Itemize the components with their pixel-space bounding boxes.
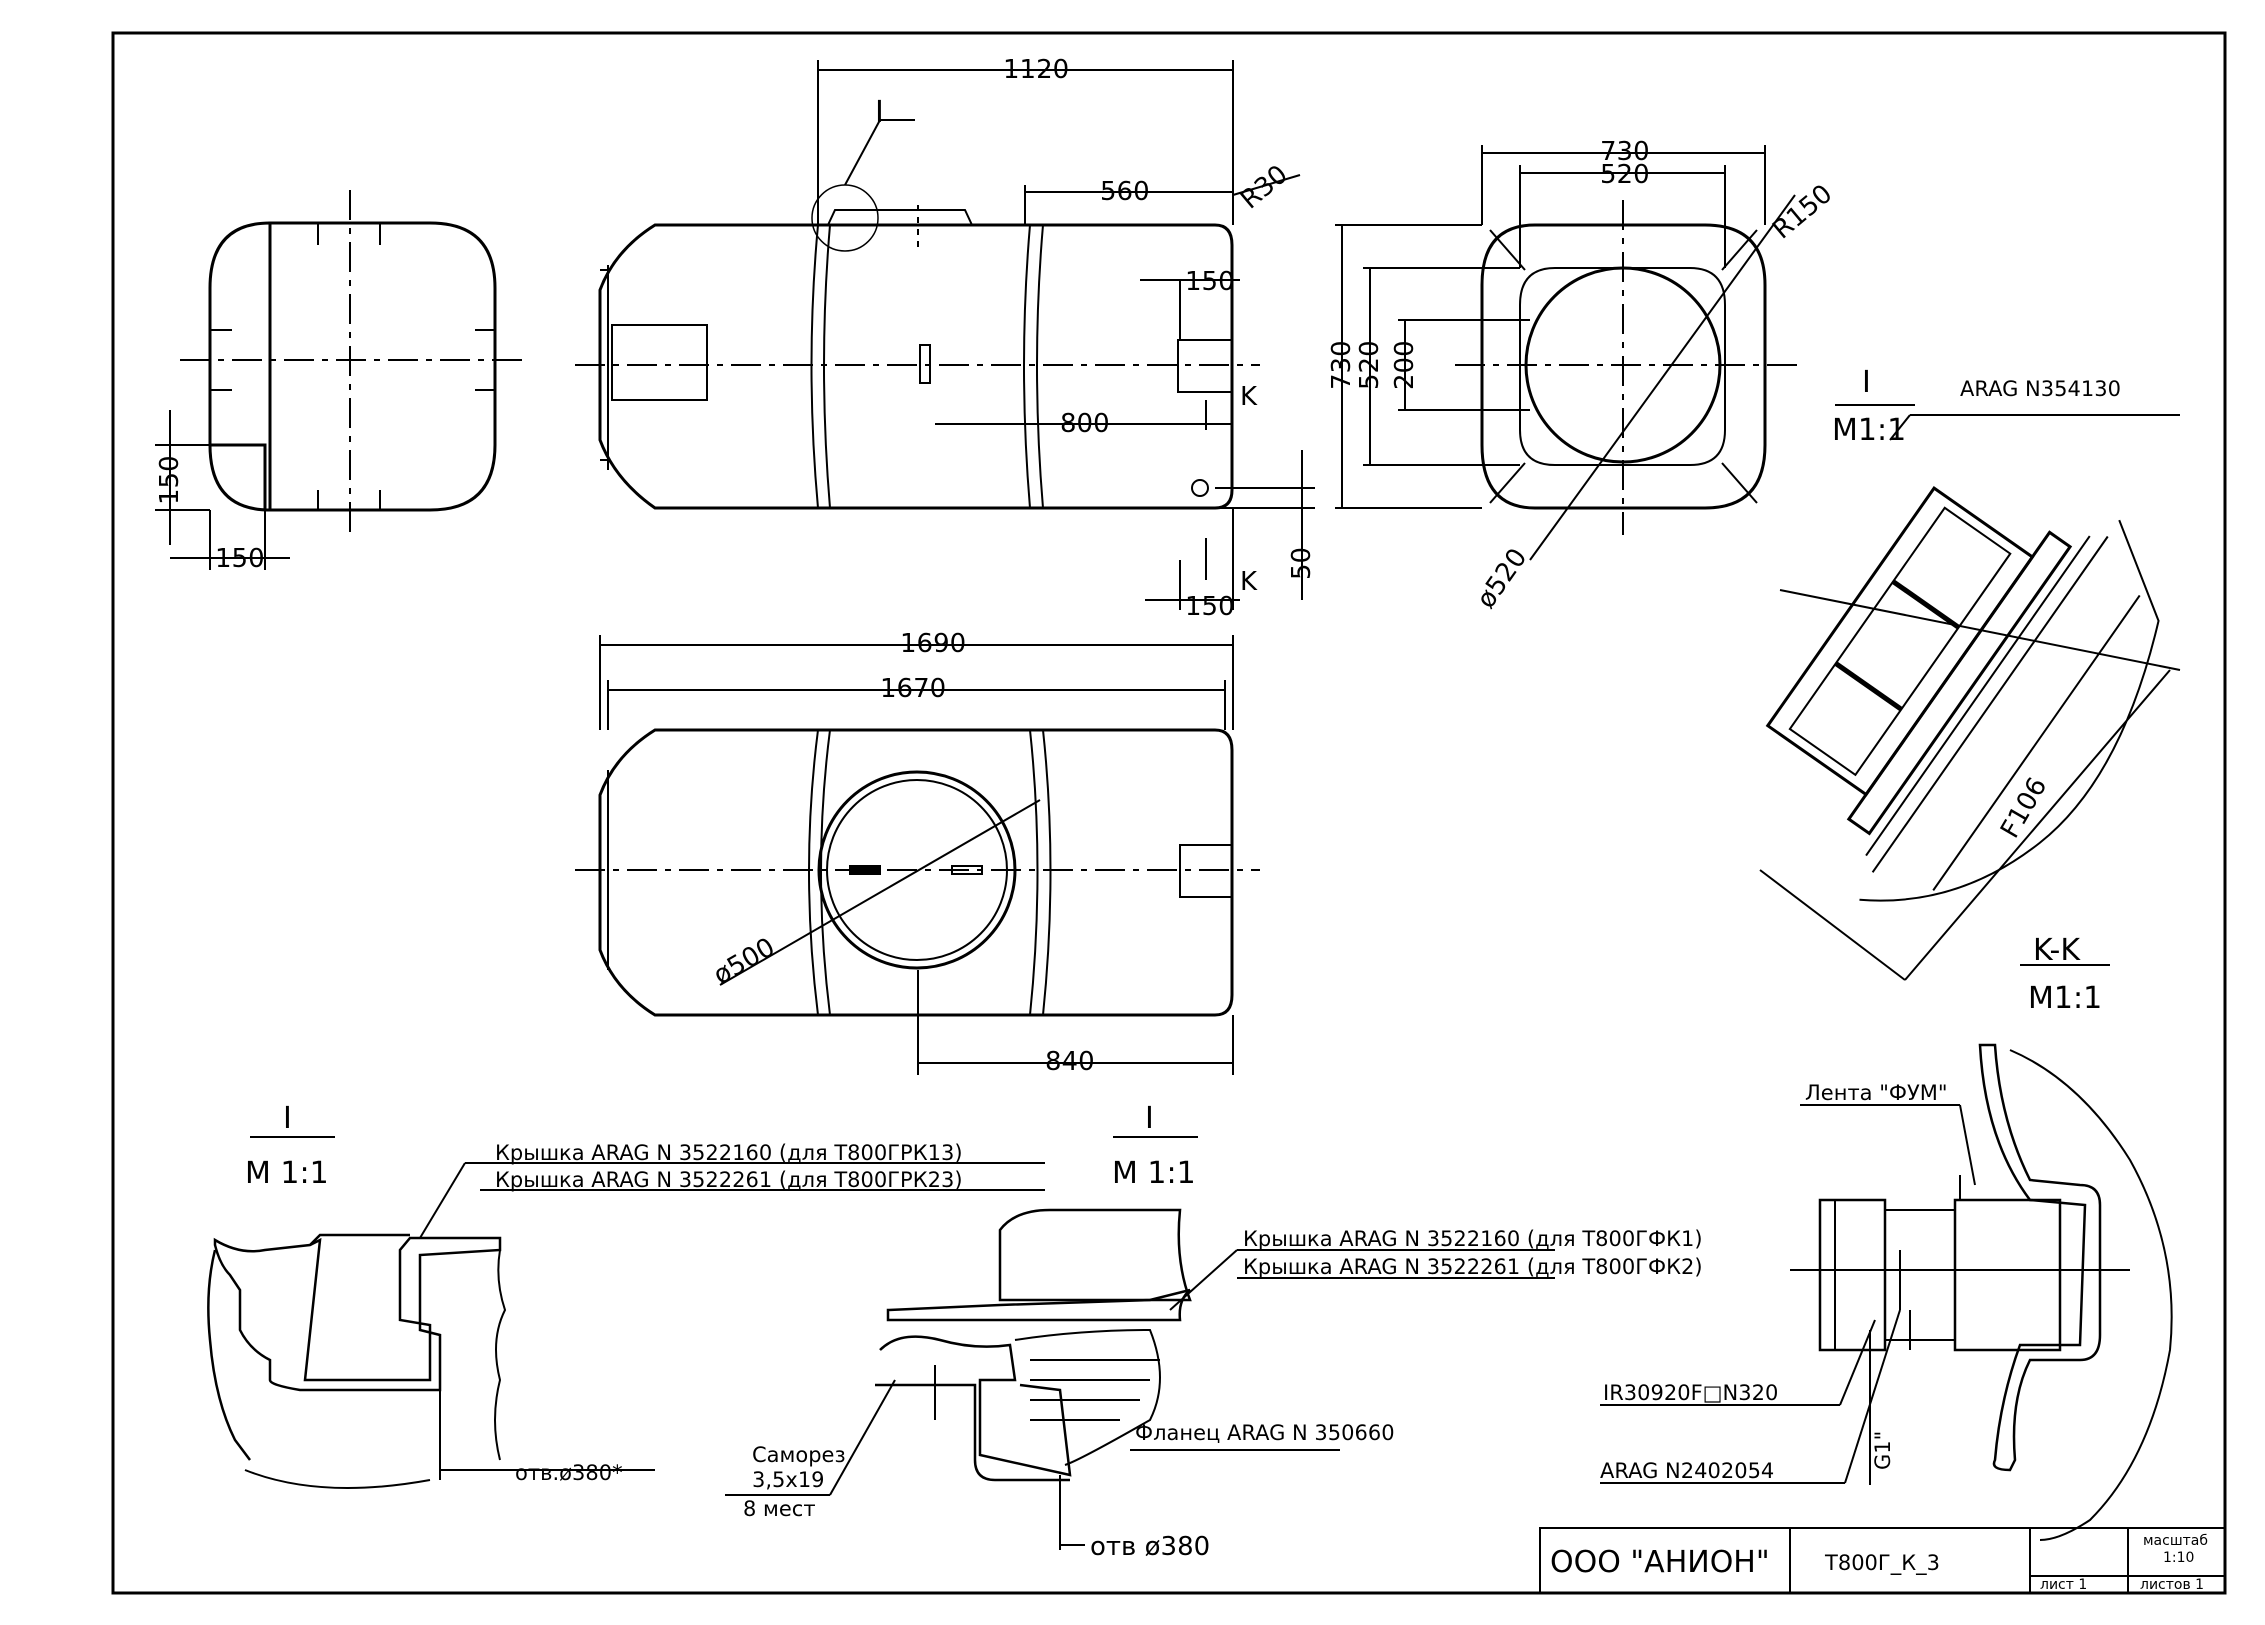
- section-k-k-heading: K-K: [2033, 933, 2081, 968]
- dim-730-height: 730: [1327, 340, 1357, 390]
- title-sheet: лист 1: [2040, 1577, 2087, 1593]
- label-hole-380: отв ø380: [1090, 1532, 1210, 1562]
- dim-200: 200: [1390, 340, 1420, 390]
- dim-840: 840: [1045, 1047, 1095, 1077]
- dim-r30: R30: [1235, 159, 1293, 215]
- dim-50: 50: [1287, 547, 1317, 580]
- drawing-frame: [111, 31, 2227, 1595]
- label-flange: Фланец ARAG N 350660: [1135, 1421, 1395, 1445]
- label-arag-354130: ARAG N354130: [1960, 377, 2121, 401]
- detail-i-left: [207, 1136, 1045, 1489]
- title-sheets: листов 1: [2140, 1577, 2204, 1593]
- dim-dia-500: ø500: [709, 932, 781, 991]
- label-screw-2: 3,5x19: [752, 1468, 825, 1492]
- dim-150-top: 150: [1185, 267, 1235, 297]
- title-scale-label: масштаб: [2143, 1533, 2208, 1549]
- detail-i-left-scale: M 1:1: [245, 1156, 329, 1191]
- detail-i-left-heading: I: [283, 1101, 292, 1136]
- section-k-k-scale: M1:1: [2028, 981, 2102, 1016]
- dim-150-bottom: 150: [1185, 592, 1235, 622]
- label-tape: Лента "ФУМ": [1805, 1081, 1948, 1105]
- detail-i-middle: [725, 1136, 1555, 1550]
- label-thread-g1: G1": [1871, 1431, 1895, 1470]
- section-mark-k-top: K: [1240, 382, 1258, 412]
- title-code: Т800Г_К_3: [1824, 1551, 1940, 1576]
- detail-callout-i: I: [875, 95, 884, 130]
- side-view: [575, 60, 1315, 610]
- front-view: [1335, 145, 1800, 561]
- label-ir: IR30920F□N320: [1603, 1381, 1778, 1405]
- section-k-k: [1765, 486, 2160, 902]
- title-company: ООО "АНИОН": [1550, 1545, 1770, 1580]
- label-cap-fk2: Крышка ARAG N 3522261 (для Т800ГФК2): [1243, 1255, 1703, 1279]
- label-cap-rk13: Крышка ARAG N 3522160 (для Т800ГРК13): [495, 1141, 963, 1165]
- dim-520-width: 520: [1600, 160, 1650, 190]
- dim-dia-520: ø520: [1471, 543, 1533, 614]
- title-block: [1539, 1527, 2226, 1594]
- detail-i-middle-heading: I: [1145, 1101, 1154, 1136]
- dim-150-vertical: 150: [155, 455, 185, 505]
- plan-view: [575, 635, 1260, 1075]
- dim-f106: F106: [1995, 773, 2053, 844]
- dim-520-height: 520: [1355, 340, 1385, 390]
- dim-1670: 1670: [880, 674, 946, 704]
- dim-560: 560: [1100, 177, 1150, 207]
- dim-800: 800: [1060, 409, 1110, 439]
- detail-i-heading: I: [1862, 365, 1871, 400]
- title-scale-value: 1:10: [2163, 1550, 2194, 1566]
- label-cap-fk1: Крышка ARAG N 3522160 (для Т800ГФК1): [1243, 1227, 1703, 1251]
- section-mark-k-bottom: K: [1240, 567, 1258, 597]
- label-screw-1: Саморез: [752, 1443, 846, 1467]
- top-view: [155, 190, 530, 570]
- dim-r150: R150: [1767, 179, 1838, 246]
- detail-port: [1600, 1043, 2173, 1541]
- label-screw-3: 8 мест: [743, 1497, 816, 1521]
- dim-1690: 1690: [900, 629, 966, 659]
- label-cap-rk23: Крышка ARAG N 3522261 (для Т800ГРК23): [495, 1168, 963, 1192]
- label-arag-2402054: ARAG N2402054: [1600, 1459, 1774, 1483]
- dim-150-horizontal: 150: [215, 544, 265, 574]
- detail-i-scale: M1:1: [1832, 413, 1906, 448]
- dim-730-width: 730: [1600, 137, 1650, 167]
- dim-1120: 1120: [1003, 55, 1069, 85]
- label-hole-380-star: отв.ø380*: [515, 1461, 623, 1485]
- detail-i-middle-scale: M 1:1: [1112, 1156, 1196, 1191]
